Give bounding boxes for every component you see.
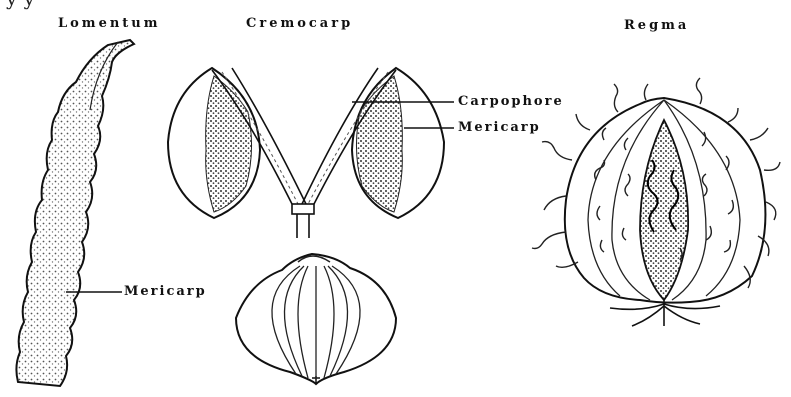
- label-carpophore: Carpophore: [458, 94, 564, 109]
- regma-figure: [532, 78, 780, 326]
- title-regma: Regma: [624, 18, 689, 33]
- title-lomentum: Lomentum: [58, 16, 161, 31]
- cremocarp-whole-fruit: [236, 254, 396, 384]
- lomentum-pod: [16, 40, 134, 386]
- cremocarp-figure: [168, 68, 454, 238]
- title-cremocarp: Cremocarp: [246, 16, 353, 31]
- label-mericarp-lomentum: Mericarp: [124, 284, 207, 299]
- lomentum-figure: [16, 40, 134, 386]
- label-mericarp-cremocarp: Mericarp: [458, 120, 541, 135]
